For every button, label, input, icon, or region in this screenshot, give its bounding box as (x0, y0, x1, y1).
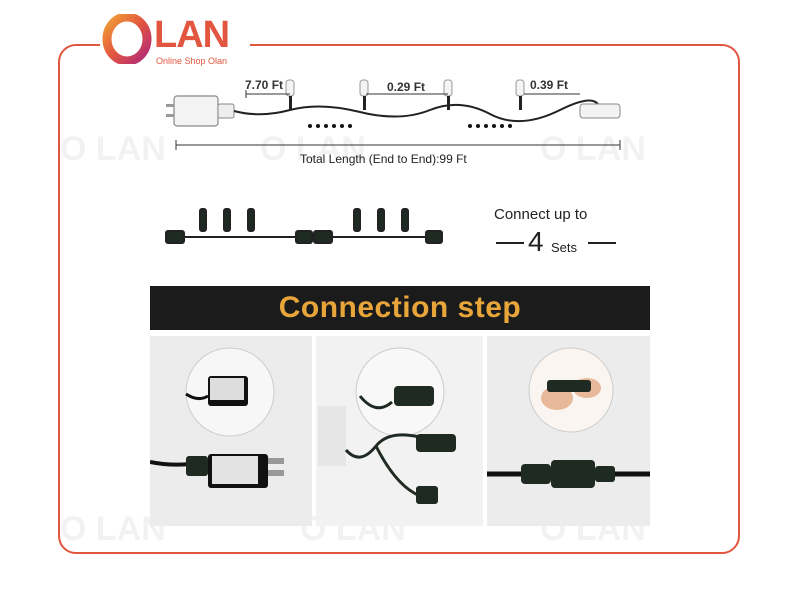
section-banner: Connection step (150, 286, 650, 330)
length-label-1: 7.70 Ft (245, 78, 284, 92)
total-length: Total Length (End to End):99 Ft (300, 152, 467, 166)
watermark: O LAN (60, 510, 166, 548)
photo-plug-in (487, 336, 650, 526)
logo-ring-icon (102, 14, 152, 64)
connect-diagram (165, 208, 443, 244)
content-frame (58, 44, 740, 554)
adapter-image (150, 347, 284, 488)
end-connector (579, 103, 621, 119)
length-label-3: 0.39 Ft (530, 78, 569, 92)
ellipsis-dots (308, 124, 512, 128)
banner-title: Connection step (278, 291, 522, 324)
bulb (285, 79, 525, 110)
sets-unit: Sets (551, 240, 578, 255)
watermark: O LAN (60, 130, 166, 168)
photo-adapter (150, 336, 312, 526)
watermark: O LAN (260, 130, 366, 168)
length-diagram (166, 79, 621, 150)
cable (233, 99, 601, 123)
connector-image (318, 347, 456, 504)
brand-name: LAN (154, 14, 230, 56)
sets-row (496, 226, 616, 260)
photo-connector (316, 336, 483, 526)
connect-label: Connect up to (494, 206, 588, 223)
brand-logo[interactable]: LAN Online Shop Olan (100, 10, 250, 70)
length-label-2: 0.29 Ft (387, 80, 426, 94)
watermark: O LAN (540, 130, 646, 168)
brand-tagline: Online Shop Olan (156, 56, 228, 66)
power-adapter (173, 95, 219, 127)
plug-in-image (487, 347, 650, 488)
sets-count: 4 (528, 226, 544, 257)
